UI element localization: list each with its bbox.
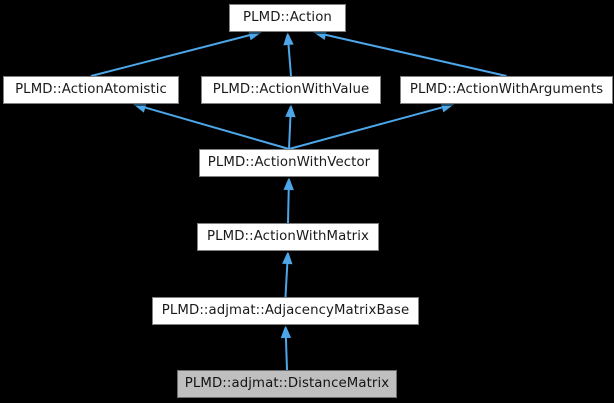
class-node-action-atomistic[interactable]: PLMD::ActionAtomistic xyxy=(3,76,179,104)
class-node-action[interactable]: PLMD::Action xyxy=(229,4,346,32)
inheritance-edge-line xyxy=(284,337,288,371)
class-node-distance-matrix[interactable]: PLMD::adjmat::DistanceMatrix xyxy=(177,370,397,398)
class-node-label: PLMD::ActionWithVector xyxy=(207,155,371,171)
inheritance-arrowhead xyxy=(282,251,293,265)
class-node-label: PLMD::ActionWithArguments xyxy=(409,82,604,98)
class-node-action-with-arguments[interactable]: PLMD::ActionWithArguments xyxy=(400,76,613,104)
inheritance-edge-line xyxy=(145,106,290,150)
inheritance-edge-line xyxy=(287,189,290,224)
class-node-action-with-value[interactable]: PLMD::ActionWithValue xyxy=(201,76,381,104)
inheritance-edge-line xyxy=(284,263,289,298)
inheritance-arrowhead xyxy=(280,325,292,339)
class-node-label: PLMD::ActionAtomistic xyxy=(15,82,167,98)
class-node-label: PLMD::adjmat::DistanceMatrix xyxy=(184,376,390,392)
inheritance-edge-line xyxy=(90,34,250,77)
inheritance-edge-line xyxy=(287,44,292,77)
class-node-adjacency-matrix-base[interactable]: PLMD::adjmat::AdjacencyMatrixBase xyxy=(152,297,419,325)
inheritance-edge-line xyxy=(288,106,443,150)
class-node-label: PLMD::Action xyxy=(243,10,332,26)
class-node-label: PLMD::ActionWithMatrix xyxy=(207,229,369,245)
inheritance-arrowhead xyxy=(285,104,296,118)
inheritance-edge-line xyxy=(325,33,507,77)
inheritance-edge-line xyxy=(288,116,292,150)
inheritance-arrowhead xyxy=(132,102,147,113)
class-node-action-with-vector[interactable]: PLMD::ActionWithVector xyxy=(199,149,379,177)
class-node-action-with-matrix[interactable]: PLMD::ActionWithMatrix xyxy=(197,223,379,251)
class-node-label: PLMD::adjmat::AdjacencyMatrixBase xyxy=(161,303,410,319)
inheritance-arrowhead xyxy=(283,177,294,191)
inheritance-arrowhead xyxy=(283,32,294,46)
class-node-label: PLMD::ActionWithValue xyxy=(212,82,370,98)
